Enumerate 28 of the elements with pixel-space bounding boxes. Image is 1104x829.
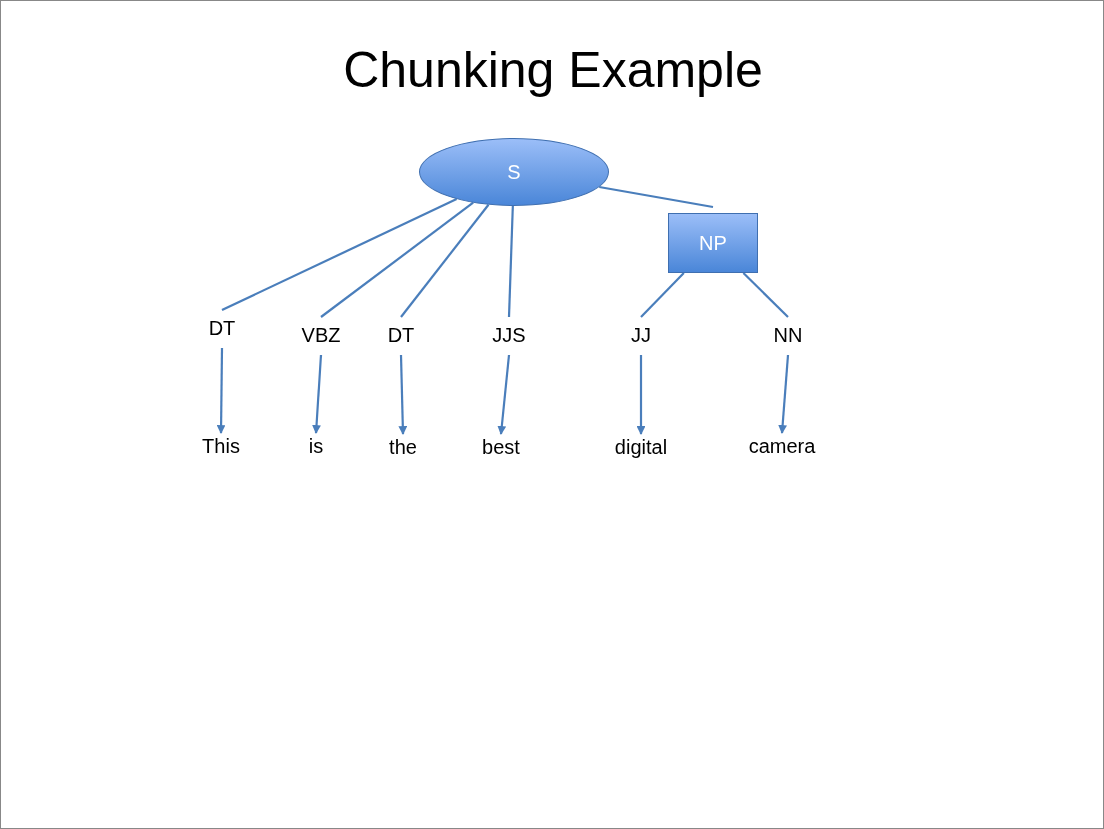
tag-label: JJS: [487, 323, 531, 347]
ellipse-node: S: [419, 138, 609, 206]
arrow: [398, 354, 408, 435]
phrase-box: NP: [668, 213, 758, 273]
connector-line: [640, 272, 685, 318]
tag-label: DT: [202, 316, 242, 340]
connector-line: [221, 198, 458, 311]
title: Chunking Example: [342, 41, 764, 99]
tag-label: DT: [381, 323, 421, 347]
tag-label: VBZ: [296, 323, 346, 347]
arrow: [636, 355, 646, 435]
word-label: digital: [603, 434, 679, 460]
arrow: [497, 354, 511, 435]
connector-line: [742, 272, 789, 318]
arrow: [312, 354, 323, 434]
connector-line: [320, 201, 474, 318]
arrow: [778, 354, 790, 434]
tag-label: NN: [768, 323, 808, 347]
connector-line: [400, 204, 490, 318]
arrow: [216, 348, 226, 434]
tag-label: JJ: [623, 323, 659, 347]
connector-line: [599, 185, 714, 209]
word-label: camera: [737, 433, 827, 459]
connector-line: [507, 205, 514, 318]
word-label: best: [476, 434, 526, 460]
word-label: This: [193, 433, 249, 459]
word-label: the: [383, 434, 423, 460]
word-label: is: [301, 433, 331, 459]
